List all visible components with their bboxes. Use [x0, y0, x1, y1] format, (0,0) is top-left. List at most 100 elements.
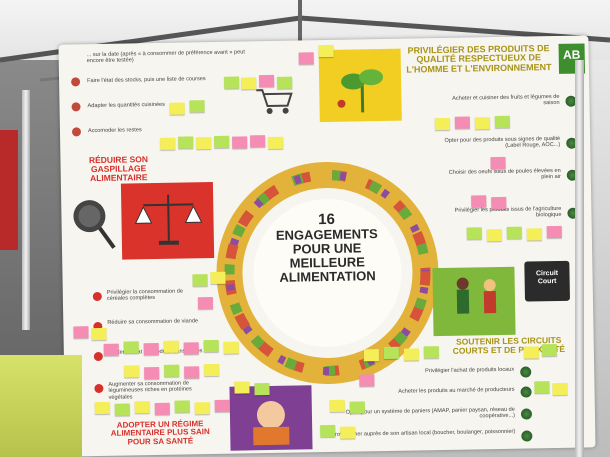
sticky-note — [160, 137, 176, 150]
list-item: Augmenter sa consommation de légumineuse… — [108, 380, 192, 401]
globe-icon — [520, 366, 532, 378]
green-table — [0, 355, 82, 457]
sticky-note — [454, 116, 470, 129]
engagement-banner: Circuit Court AB 16 ENGAGEMENTS POUR UNE… — [58, 35, 596, 457]
sticky-note — [123, 341, 139, 354]
farmers-icon — [456, 277, 497, 314]
sticky-note — [541, 344, 557, 357]
globe-icon — [520, 408, 533, 420]
food-wreath — [216, 161, 439, 384]
sticky-note — [534, 381, 550, 394]
sticky-note — [204, 363, 220, 377]
center-title: 16 ENGAGEMENTS POUR UNE MEILLEURE ALIMEN… — [256, 211, 397, 286]
list-item: Opter pour des produits sous signes de q… — [444, 135, 561, 150]
sticky-note — [234, 381, 250, 394]
sticky-note — [241, 77, 257, 90]
heading-short-circuits: Soutenir les circuits courts et de proxi… — [452, 334, 566, 356]
list-item: Accomoder les restes — [87, 127, 142, 135]
sticky-note — [383, 346, 399, 360]
plant-illustration — [337, 69, 384, 113]
list-item: Privilégier l'achat de produits locaux — [425, 366, 515, 375]
sticky-note — [403, 348, 420, 361]
sticky-note — [197, 296, 214, 310]
globe-icon — [521, 430, 533, 442]
sticky-note — [491, 196, 507, 210]
sticky-note — [224, 76, 240, 89]
sticky-note — [124, 365, 140, 378]
sticky-note — [189, 100, 205, 113]
sticky-note — [434, 117, 450, 131]
sticky-note — [494, 115, 510, 129]
sticky-note — [144, 366, 160, 380]
list-item: Réduire sa consommation de viande — [107, 318, 199, 326]
sticky-note — [340, 426, 356, 439]
list-item: Acheter les produits au marché de produc… — [398, 386, 515, 395]
sticky-note — [329, 399, 345, 412]
sticky-note — [363, 349, 380, 362]
sticky-note — [523, 346, 539, 359]
sticky-note — [194, 402, 210, 415]
sticky-note — [169, 102, 185, 115]
sticky-note — [154, 402, 170, 416]
sticky-note — [471, 195, 487, 208]
sticky-note — [318, 44, 334, 58]
sticky-note — [506, 226, 522, 239]
sticky-note — [277, 76, 293, 89]
sticky-note — [552, 382, 568, 396]
sticky-note — [163, 340, 179, 353]
circuit-label-2: Court — [537, 277, 557, 286]
tent-pole — [575, 60, 584, 457]
sticky-note — [466, 227, 482, 240]
sticky-note — [178, 136, 194, 149]
heart-icon — [93, 351, 103, 362]
sticky-note — [214, 399, 230, 412]
sticky-note — [134, 401, 150, 414]
sticky-note — [423, 346, 439, 359]
list-item: ... sur la date (après « à consommer de … — [86, 49, 245, 65]
sticky-note — [184, 366, 200, 379]
list-item: Choisir des oeufs issus de poules élevée… — [448, 167, 561, 181]
sticky-note — [203, 339, 219, 353]
list-item: Faire l'état des stocks, puis une liste … — [87, 76, 206, 85]
heading-healthy-diet: Adopter un régime alimentaire plus sain … — [110, 419, 210, 447]
sticky-note — [259, 74, 275, 88]
sticky-note — [359, 374, 375, 387]
tent-pole — [22, 90, 30, 330]
circuit-court-sign: Circuit Court — [524, 260, 570, 302]
sticky-note — [223, 341, 239, 354]
frying-pan-icon — [73, 200, 116, 249]
heading-quality-products: Privilégier des produits de qualité resp… — [406, 43, 552, 75]
leftovers-icon — [71, 127, 82, 137]
scale-icon — [134, 194, 203, 245]
sticky-note — [349, 401, 365, 414]
sticky-note — [196, 137, 212, 150]
sticky-note — [474, 117, 490, 130]
sticky-note — [546, 225, 562, 239]
sticky-note — [114, 403, 130, 416]
heart-icon — [92, 291, 102, 302]
list-item: Acheter et cuisiner des fruits et légume… — [452, 93, 560, 107]
sticky-note — [254, 383, 270, 396]
sticky-note — [298, 52, 314, 65]
red-jacket — [0, 130, 18, 250]
sticky-note — [250, 135, 266, 148]
sticky-note — [94, 401, 110, 415]
sticky-note — [210, 271, 226, 285]
center-title-line-4: ALIMENTATION — [279, 268, 376, 286]
list-item: Privilégier la consommation de céréales … — [106, 288, 183, 303]
fridge-icon — [71, 77, 81, 87]
sticky-note — [232, 136, 248, 149]
heart-icon — [94, 383, 104, 394]
sticky-note — [192, 274, 208, 287]
sticky-note — [486, 228, 502, 242]
sticky-note — [103, 343, 119, 356]
sticky-note — [490, 156, 506, 170]
sticky-note — [174, 400, 190, 413]
sticky-note — [214, 135, 230, 148]
eating-child-icon — [253, 401, 290, 446]
heading-reduce-waste: Réduire son gaspillage alimentaire — [88, 154, 149, 183]
shopping-cart-icon — [256, 89, 293, 114]
sticky-note — [164, 364, 180, 377]
sticky-note — [320, 424, 336, 438]
